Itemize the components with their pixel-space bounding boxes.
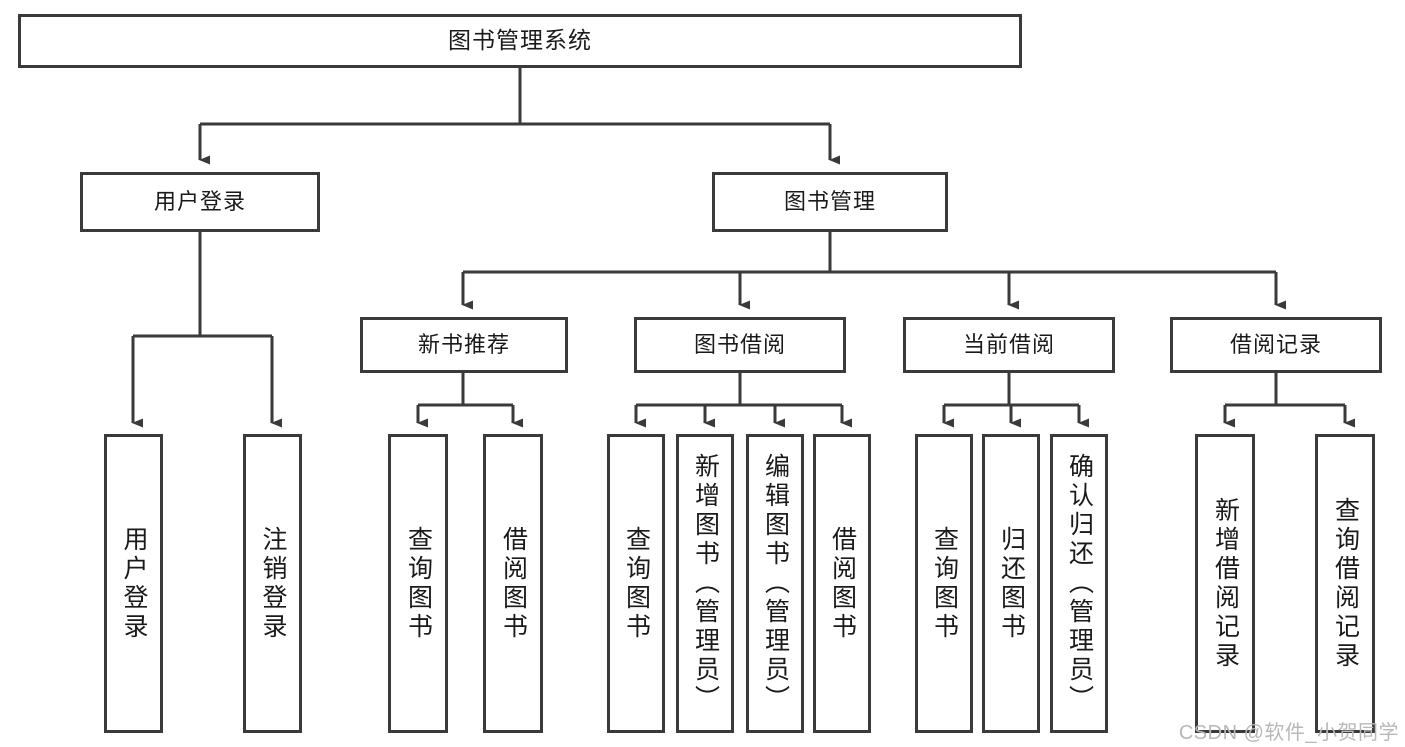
node-label: 查询图书 (930, 525, 959, 642)
node-label: 注销登录 (259, 525, 287, 642)
node-label: 图书管理 (783, 188, 876, 214)
node-label: 用户登录 (120, 525, 148, 642)
node-label: 用户登录 (153, 188, 246, 214)
leaf-user-login-logout[interactable]: 注销登录 (243, 434, 302, 733)
node-new-book-recommend[interactable]: 新书推荐 (360, 317, 568, 373)
node-label: 新增借阅记录 (1211, 496, 1240, 671)
node-book-management[interactable]: 图书管理 (712, 172, 948, 232)
node-label: 确认归还（管理员） (1065, 453, 1094, 714)
leaf-borrow-query-book[interactable]: 查询图书 (607, 434, 665, 733)
leaf-record-query-record[interactable]: 查询借阅记录 (1315, 434, 1375, 733)
node-book-borrow[interactable]: 图书借阅 (634, 317, 846, 373)
watermark-text: CSDN @软件_小贺同学 (1178, 722, 1399, 744)
node-label: 借阅记录 (1229, 331, 1322, 357)
node-current-borrow[interactable]: 当前借阅 (903, 317, 1115, 373)
leaf-current-confirm-return-admin[interactable]: 确认归还（管理员） (1050, 434, 1108, 733)
node-user-login[interactable]: 用户登录 (80, 172, 320, 232)
leaf-borrow-borrow-book[interactable]: 借阅图书 (813, 434, 871, 733)
node-label: 查询图书 (622, 525, 651, 642)
leaf-recommend-query-book[interactable]: 查询图书 (388, 434, 448, 733)
node-borrow-record[interactable]: 借阅记录 (1170, 317, 1382, 373)
leaf-current-return-book[interactable]: 归还图书 (982, 434, 1040, 733)
node-label: 当前借阅 (962, 331, 1055, 357)
leaf-current-query-book[interactable]: 查询图书 (915, 434, 973, 733)
node-label: 图书管理系统 (448, 27, 592, 54)
node-label: 借阅图书 (499, 525, 528, 642)
node-label: 查询借阅记录 (1331, 496, 1360, 671)
leaf-record-add-record[interactable]: 新增借阅记录 (1195, 434, 1255, 733)
node-label: 借阅图书 (828, 525, 857, 642)
node-label: 新书推荐 (417, 331, 510, 357)
leaf-borrow-add-book-admin[interactable]: 新增图书（管理员） (676, 434, 734, 733)
leaf-user-login-login[interactable]: 用户登录 (104, 434, 163, 733)
node-label: 查询图书 (404, 525, 433, 642)
node-label: 新增图书（管理员） (691, 453, 720, 714)
node-label: 图书借阅 (693, 331, 786, 357)
node-label: 归还图书 (997, 525, 1026, 642)
node-label: 编辑图书（管理员） (761, 453, 790, 714)
node-root-system[interactable]: 图书管理系统 (18, 14, 1022, 68)
leaf-borrow-edit-book-admin[interactable]: 编辑图书（管理员） (746, 434, 804, 733)
leaf-recommend-borrow-book[interactable]: 借阅图书 (483, 434, 543, 733)
